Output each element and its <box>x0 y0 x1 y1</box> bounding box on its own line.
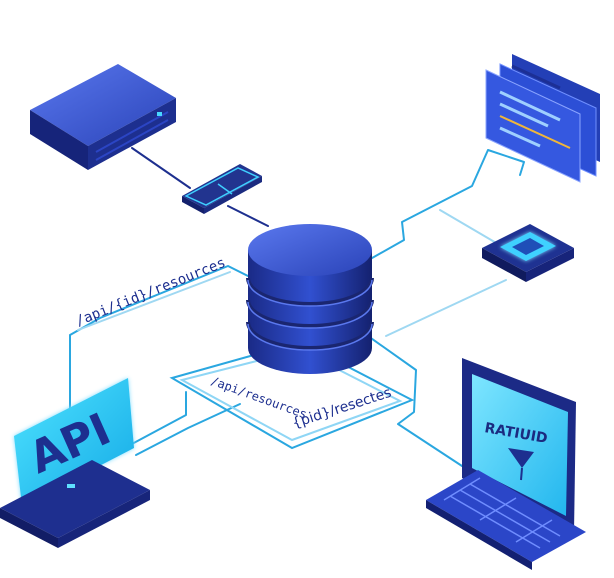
line-db-to-laptop <box>367 335 463 467</box>
processor-chip <box>482 224 574 282</box>
server-led-icon <box>157 112 162 116</box>
line-db-to-panels <box>364 149 525 263</box>
trackpad-led-icon <box>67 484 75 488</box>
line-left-path-box-inner <box>77 271 231 331</box>
line-db-to-chip <box>439 209 499 245</box>
connector-lines <box>69 147 525 487</box>
ui-panels <box>485 54 600 183</box>
api-laptop: API <box>0 378 150 548</box>
line-api-to-platform <box>129 391 241 456</box>
client-laptop: RATIUID <box>426 358 586 570</box>
line-chip-to-db <box>385 279 507 337</box>
keyboard-keys <box>443 477 561 549</box>
line-switch-to-db <box>227 205 269 227</box>
server-rack <box>30 64 176 170</box>
database-cylinder <box>246 224 374 374</box>
line-server-to-switch <box>131 147 191 189</box>
funnel-icon <box>508 448 534 468</box>
path-label-upper: /api/{id}/resources <box>74 255 228 330</box>
path-label-lower-left: /api/resources <box>209 374 309 422</box>
network-switch <box>182 164 262 214</box>
